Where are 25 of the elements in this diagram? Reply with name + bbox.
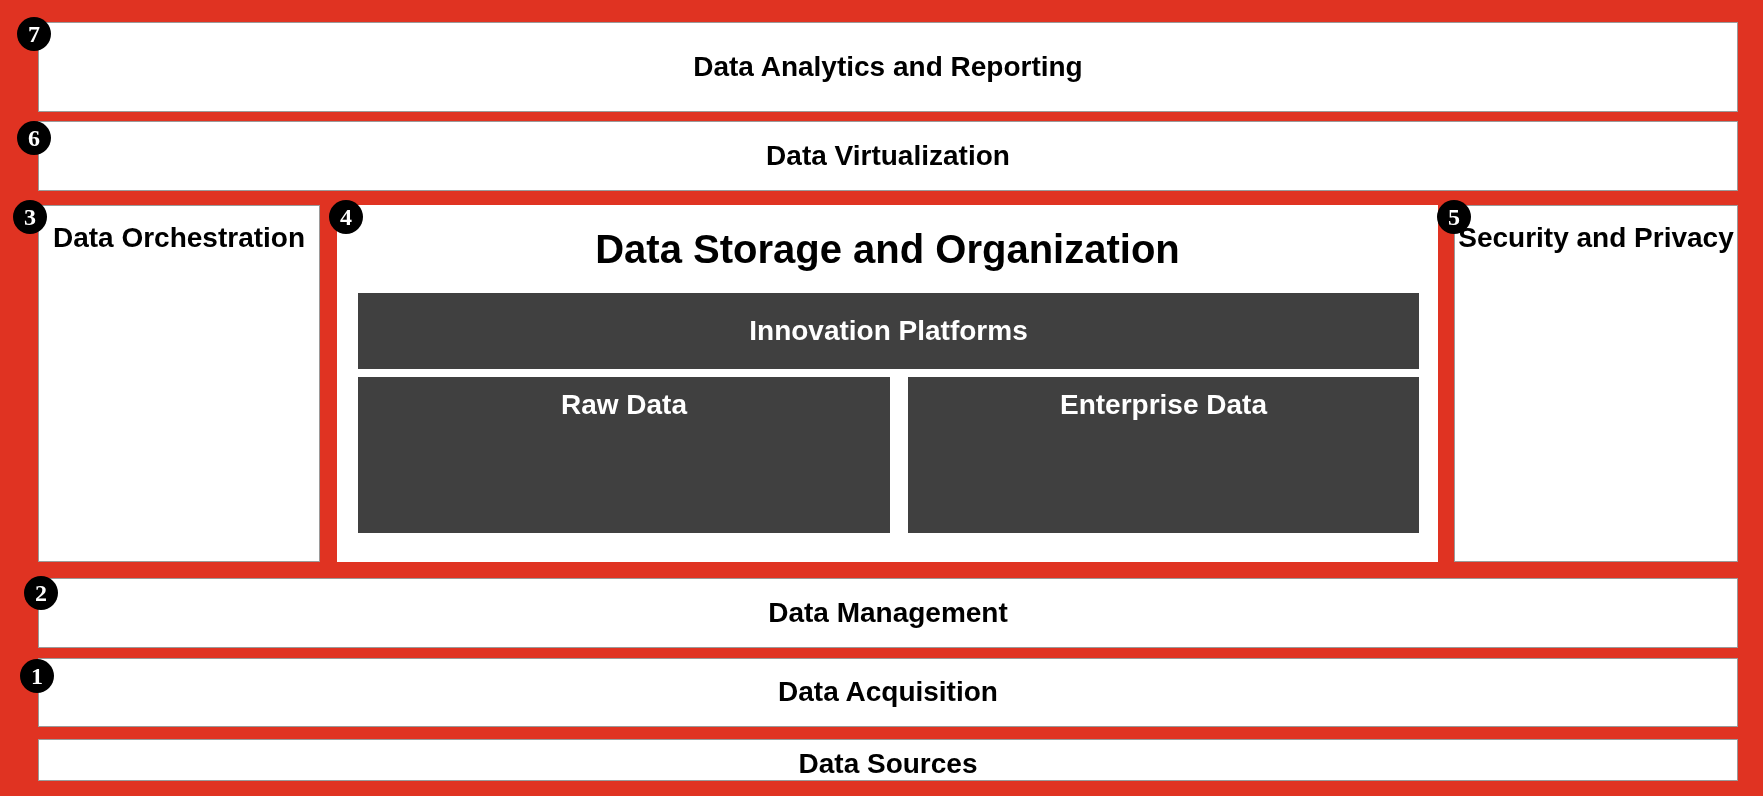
callout-number: 3 <box>13 200 47 234</box>
layer-title: Innovation Platforms <box>749 313 1028 348</box>
layer-title: Data Virtualization <box>766 138 1010 173</box>
callout-number: 4 <box>329 200 363 234</box>
callout-number: 2 <box>24 576 58 610</box>
layer-box <box>38 739 1738 781</box>
layer-title: Data Sources <box>798 747 978 780</box>
component-box <box>358 377 890 533</box>
layer-title: Raw Data <box>560 388 687 422</box>
layer-box <box>38 205 320 562</box>
layer-box <box>337 205 1438 562</box>
layer-title: Data Acquisition <box>778 675 998 710</box>
layer-box <box>38 578 1738 648</box>
layer-box <box>38 22 1738 112</box>
component-box <box>358 293 1419 369</box>
section-title: Data Storage and Organization <box>595 226 1180 273</box>
callout-number: 7 <box>17 17 51 51</box>
layer-box <box>38 121 1738 191</box>
layer-title: Data Analytics and Reporting <box>693 49 1083 84</box>
layer-title: Data Orchestration <box>52 221 306 255</box>
component-box <box>908 377 1419 533</box>
layer-title: Data Management <box>768 595 1008 630</box>
callout-number: 1 <box>20 659 54 693</box>
callout-number: 6 <box>17 121 51 155</box>
layer-title: Enterprise Data <box>1060 388 1267 422</box>
